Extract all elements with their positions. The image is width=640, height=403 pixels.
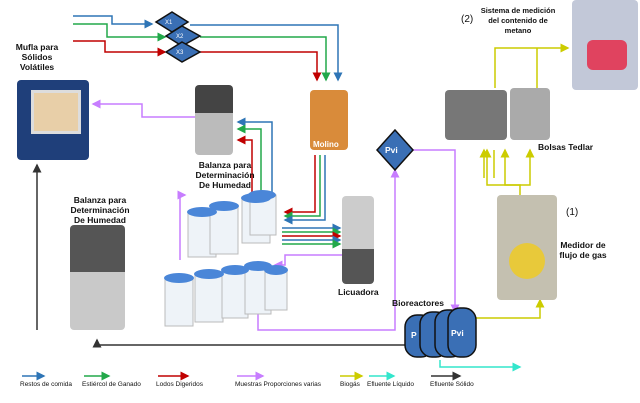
x2-label: X2 [176,34,184,40]
tedlar-bag-2 [510,88,550,140]
pvi-node [375,128,415,172]
tedlar-bag-1 [445,90,507,140]
medidor-label: Medidor de flujo de gas [559,240,607,260]
legend-biogas: Biogás [340,381,360,388]
bioreactor-label: Pvi [451,328,464,338]
methane-system-photo [572,0,638,90]
balanza-left-label: Balanza para Determinación De Humedad [70,195,130,225]
mix-node-x3 [164,41,202,63]
mufla-photo [17,80,89,160]
flow-sludge-molino [200,51,322,82]
pvi-label: Pvi [385,145,398,155]
flow-food-in [73,15,154,29]
balanza-top-label: Balanza para Determinación De Humedad [195,160,255,190]
x3-label: X3 [176,50,184,56]
legend-manure: Estiércol de Ganado [82,381,141,388]
balanza-left-photo [70,225,125,330]
medidor-number: (1) [566,207,579,218]
flow-manure-in [73,23,167,42]
sistema-label: Sistema de medición del contenido de met… [480,6,556,35]
flow-sludge-in [73,40,167,57]
bioreactores-label: Bioreactores [392,298,444,308]
flow-manure-molino [200,36,331,82]
legend-solid: Efluente Sólido [430,381,474,388]
molino-label: Molino [313,140,339,149]
gas-meter-photo [497,195,557,300]
licuadora-photo [342,196,374,284]
bioreactors [404,307,477,358]
x1-label: X1 [165,20,173,26]
licuadora-label: Licuadora [338,287,379,297]
bolsas-label: Bolsas Tedlar [538,142,594,152]
bioreactor-label-short: P [411,330,417,340]
legend-sludge: Lodos Digeridos [156,381,203,388]
mufla-label: Mufla para Sólidos Volátiles [15,42,59,72]
balanza-top-photo [195,85,233,155]
flow-food-molino [190,24,343,82]
sistema-number: (2) [461,14,474,25]
sample-containers [164,194,288,327]
legend-food: Restos de comida [20,381,73,388]
molino-photo: Molino [310,90,348,150]
legend-samples: Muestras Proporciones varias [235,381,321,388]
legend-liquid: Efluente Líquido [367,381,414,388]
